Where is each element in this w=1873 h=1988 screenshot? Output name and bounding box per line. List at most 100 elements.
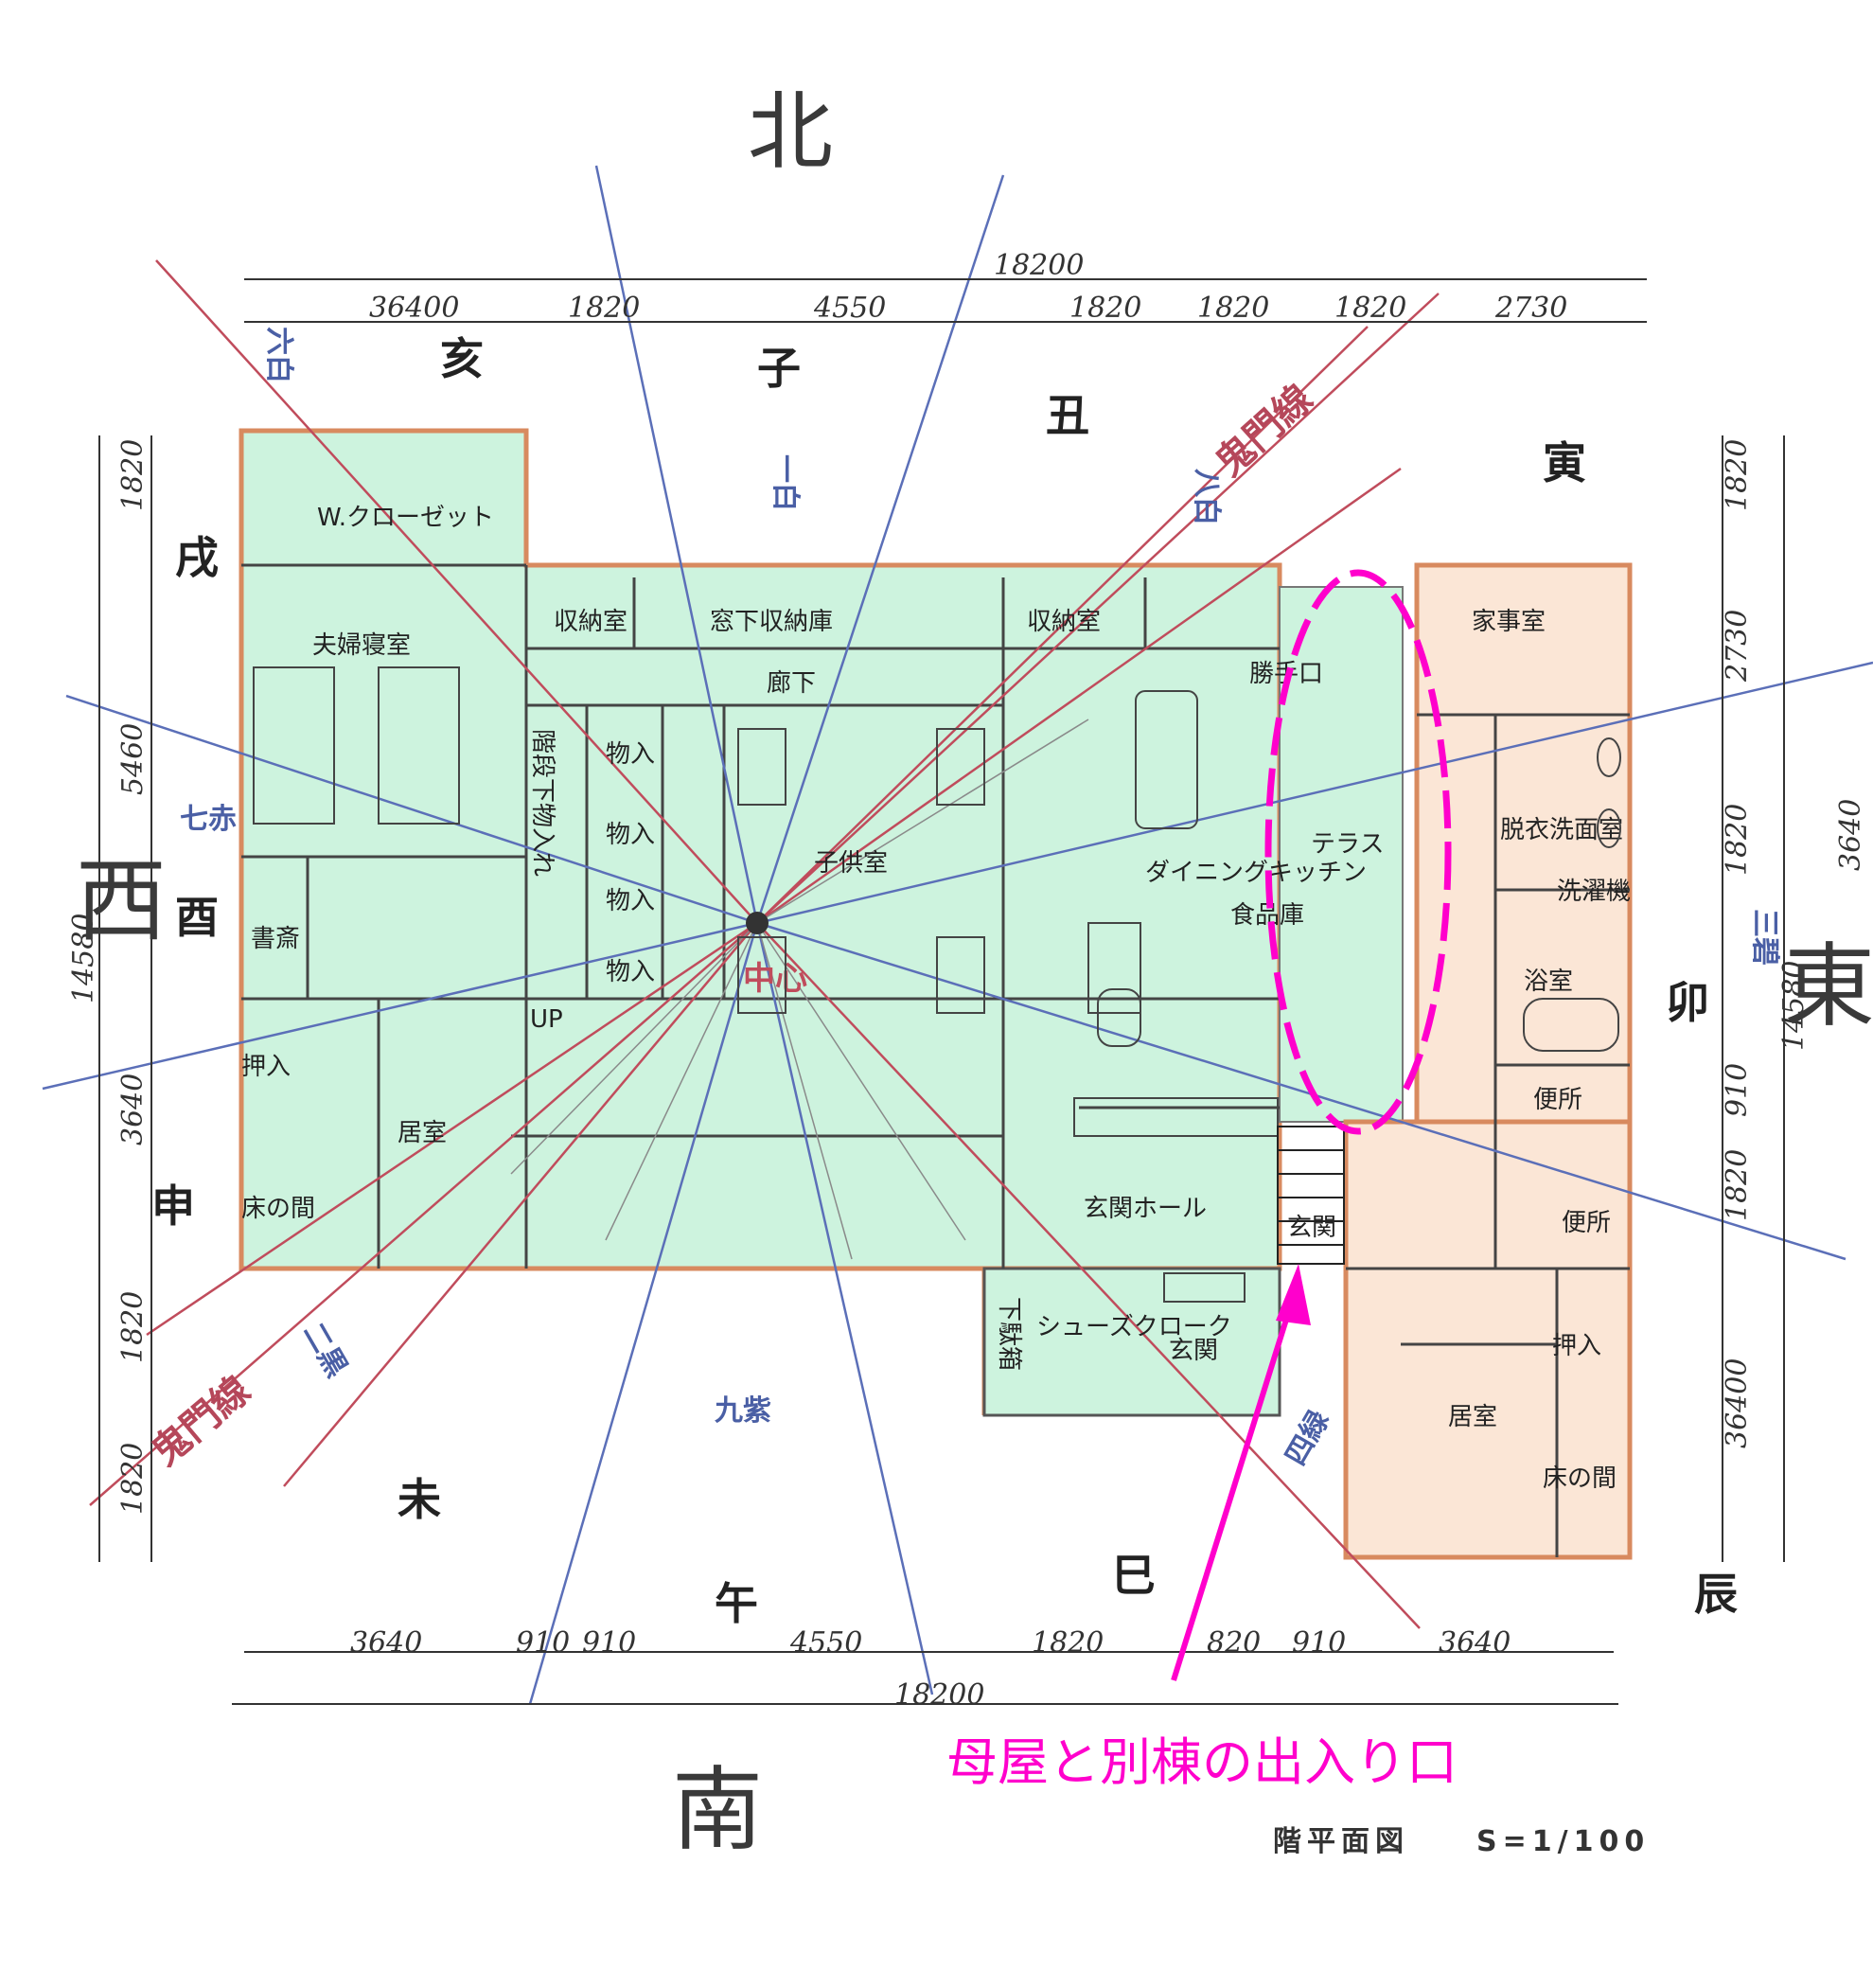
dim-top-4: 1820 <box>1069 292 1141 325</box>
star-s: 九紫 <box>715 1394 771 1428</box>
dim-bottom-6: 820 <box>1207 1626 1261 1660</box>
room-bekkan-genkan: 玄関 <box>1287 1214 1336 1242</box>
zodiac-ne1: 子 <box>757 343 801 394</box>
room-study: 書斎 <box>251 925 300 953</box>
room-tokonoma-w: 床の間 <box>241 1195 315 1223</box>
room-kids: 子供室 <box>814 849 888 878</box>
zodiac-se: 辰 <box>1694 1569 1738 1620</box>
center-point <box>746 912 769 934</box>
drawing-scale: S=1/100 <box>1476 1825 1650 1858</box>
dim-left-2: 5460 <box>116 723 150 795</box>
entrance-porch <box>982 1267 1281 1417</box>
east-label: 東 <box>1784 933 1873 1039</box>
dim-left-3: 3640 <box>116 1074 150 1145</box>
room-underwindow: 窓下収納庫 <box>710 608 833 636</box>
room-dining: ダイニングキッチン <box>1145 859 1367 887</box>
zodiac-sw: 申 <box>151 1180 195 1232</box>
dim-top-5: 1820 <box>1197 292 1269 325</box>
dim-left-1: 1820 <box>116 439 150 511</box>
dim-right-3: 1820 <box>1721 804 1754 876</box>
room-living-e: 居室 <box>1448 1403 1497 1431</box>
dim-right-4: 910 <box>1721 1063 1754 1117</box>
stair-up: UP <box>530 1005 563 1034</box>
room-laundry: 洗濯機 <box>1557 878 1631 906</box>
room-tokonoma-e: 床の間 <box>1543 1464 1617 1493</box>
kimon-label-upper: 鬼門線 <box>1208 377 1321 485</box>
room-genkan: 玄関 <box>1169 1337 1218 1365</box>
star-ne: 八白 <box>1190 469 1223 525</box>
zodiac-ne3: 寅 <box>1543 437 1586 488</box>
room-stair-storage: 階段下物入れ <box>528 729 557 877</box>
room-wcloset: W.クローゼット <box>317 504 494 532</box>
room-storage1: 収納室 <box>554 608 627 636</box>
dim-top-7: 2730 <box>1494 292 1567 325</box>
dim-right-2: 2730 <box>1721 610 1754 683</box>
annex <box>1343 562 1633 1560</box>
dim-top-3: 4550 <box>813 292 886 325</box>
room-living-w: 居室 <box>398 1119 447 1147</box>
dim-right-1: 1820 <box>1721 439 1754 511</box>
room-oshiire-e: 押入 <box>1552 1332 1601 1360</box>
room-shoes: シューズクローク <box>1036 1313 1232 1341</box>
room-entrance-hall: 玄関ホール <box>1084 1195 1207 1223</box>
room-kaji: 家事室 <box>1472 608 1546 636</box>
entrance-arrow <box>1171 1264 1311 1681</box>
room-closet-1: 物入 <box>606 740 655 769</box>
star-sw: 二黒 <box>296 1318 353 1383</box>
dim-bottom-1: 3640 <box>350 1626 422 1660</box>
kimon-lines <box>89 259 1440 1629</box>
annex-entrance-annotation: 母屋と別棟の出入り口 <box>946 1732 1458 1792</box>
fan-lines <box>510 719 1089 1260</box>
star-n: 一白 <box>769 454 802 511</box>
star-e: 三碧 <box>1748 909 1781 966</box>
dim-right-6: 36400 <box>1721 1358 1754 1448</box>
dim-right-outer: 3640 <box>1834 799 1867 871</box>
room-labels: W.クローゼット 夫婦寝室 書斎 押入 床の間 居室 収納室 窓下収納庫 収納室… <box>241 504 1631 1493</box>
dim-bottom-7: 910 <box>1292 1626 1346 1660</box>
dim-bottom-8: 3640 <box>1439 1626 1511 1660</box>
annex-stairs <box>1277 1126 1345 1265</box>
dim-bottom-5: 1820 <box>1032 1626 1104 1660</box>
room-storage2: 収納室 <box>1027 608 1101 636</box>
zodiac-ne2: 丑 <box>1046 390 1089 441</box>
zodiac-nw: 戌 <box>175 532 219 583</box>
room-bath: 浴室 <box>1524 967 1573 996</box>
terrace-highlight-oval <box>1264 569 1452 1135</box>
room-master: 夫婦寝室 <box>312 631 411 660</box>
dim-right-5: 1820 <box>1721 1149 1754 1221</box>
south-label: 南 <box>672 1757 763 1863</box>
room-oshiire-w: 押入 <box>241 1053 291 1081</box>
furniture <box>253 666 1621 1303</box>
zodiac-s-w: 未 <box>398 1474 441 1525</box>
dim-top-2: 1820 <box>568 292 640 325</box>
dim-top-1: 36400 <box>369 292 459 325</box>
dim-bottom-2: 910 <box>516 1626 570 1660</box>
star-se: 四緑 <box>1280 1405 1337 1471</box>
dimension-lines <box>98 278 1785 1705</box>
west-label: 西 <box>76 848 167 954</box>
dim-left-4: 1820 <box>116 1291 150 1363</box>
room-terrace: テラス <box>1311 830 1384 859</box>
dim-top-total: 18200 <box>994 249 1084 282</box>
star-w: 七赤 <box>180 803 237 836</box>
room-wc1: 便所 <box>1533 1086 1582 1114</box>
drawing-title: 階平面図 <box>1273 1825 1409 1858</box>
room-closet-3: 物入 <box>606 887 655 915</box>
north-label: 北 <box>748 82 833 182</box>
room-closet-2: 物入 <box>606 821 655 849</box>
zodiac-s: 午 <box>715 1578 758 1629</box>
kimon-label-lower: 鬼門線 <box>144 1368 258 1474</box>
direction-lines <box>42 165 1873 1705</box>
zodiac-e: 卯 <box>1666 977 1709 1028</box>
room-closet-4: 物入 <box>606 958 655 986</box>
dim-left-5: 1820 <box>116 1443 150 1515</box>
dim-bottom-4: 4550 <box>789 1626 862 1660</box>
dim-bottom-total: 18200 <box>894 1678 984 1712</box>
dim-bottom-3: 910 <box>582 1626 636 1660</box>
room-getabako: 下駄箱 <box>995 1297 1023 1371</box>
room-dressing: 脱衣洗面室 <box>1500 816 1623 844</box>
dim-left-total: 14580 <box>67 914 100 1003</box>
center-label: 中心 <box>743 960 807 998</box>
zodiac-w: 酉 <box>175 892 219 943</box>
